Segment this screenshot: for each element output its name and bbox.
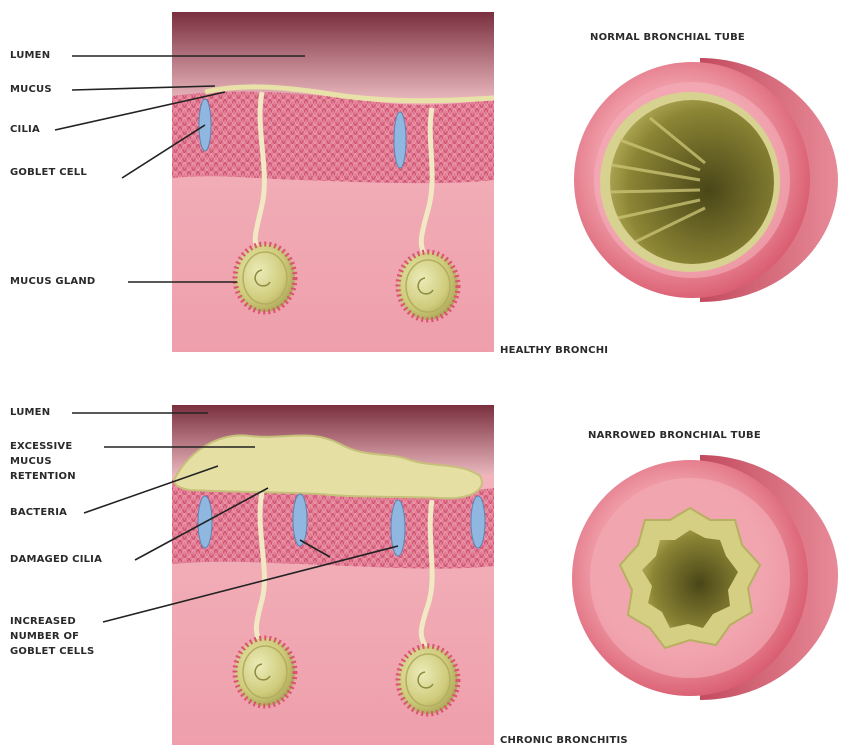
healthy-panel: [172, 12, 494, 352]
label-mucus-gland: MUCUS GLAND: [10, 274, 95, 289]
title-narrowed-bronchial-tube: NARROWED BRONCHIAL TUBE: [588, 430, 761, 441]
label-bacteria: BACTERIA: [10, 505, 67, 520]
label-mucus: MUCUS: [10, 82, 52, 97]
narrowed-tube: [572, 455, 838, 700]
chronic-panel: [172, 405, 494, 745]
title-normal-bronchial-tube: NORMAL BRONCHIAL TUBE: [590, 32, 745, 43]
caption-chronic-bronchitis: CHRONIC BRONCHITIS: [500, 735, 628, 746]
label-excessive-mucus-retention: EXCESSIVE MUCUS RETENTION: [10, 439, 76, 484]
label-lumen-chronic: LUMEN: [10, 405, 50, 420]
label-goblet-cell: GOBLET CELL: [10, 165, 87, 180]
normal-tube: [574, 58, 838, 302]
label-damaged-cilia: DAMAGED CILIA: [10, 552, 102, 567]
caption-healthy-bronchi: HEALTHY BRONCHI: [500, 345, 608, 356]
label-lumen-healthy: LUMEN: [10, 48, 50, 63]
label-cilia: CILIA: [10, 122, 40, 137]
label-increased-goblet-cells: INCREASED NUMBER OF GOBLET CELLS: [10, 614, 94, 659]
